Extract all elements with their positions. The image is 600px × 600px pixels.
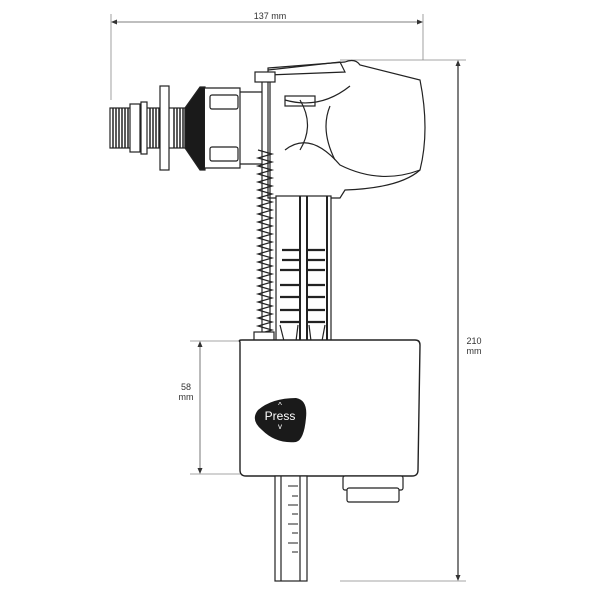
height-dimension [340,59,466,582]
height-dimension-label: 210 mm [462,336,486,356]
valve-column [275,195,332,342]
press-text: Press [264,409,296,423]
valve-head [254,59,426,199]
chevron-up-icon: ^ [278,401,282,410]
body-height-dimension-label: 58 mm [174,382,198,402]
height-unit: mm [466,346,482,356]
bottom-shank [274,475,404,582]
press-button-label[interactable]: ^ Press v [258,402,302,431]
valve-drawing [109,59,426,582]
press-button[interactable] [254,398,307,443]
spring-rod [253,82,275,343]
body-height-unit: mm [178,392,194,402]
height-value: 210 [466,336,482,346]
float-body [238,339,421,477]
width-dimension-label: 137 mm [253,11,287,21]
threaded-inlet [109,85,262,171]
body-height-dimension [190,340,240,475]
width-dimension [110,14,424,100]
chevron-down-icon: v [278,422,282,431]
body-height-value: 58 [180,382,191,392]
